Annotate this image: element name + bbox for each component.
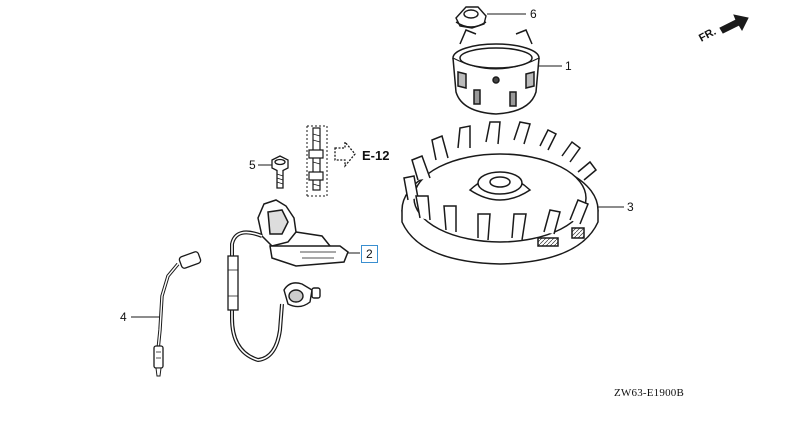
ignition-coil-part-2[interactable] xyxy=(257,199,349,267)
reference-arrow-icon xyxy=(334,140,356,168)
callout-5[interactable]: 5 xyxy=(249,158,256,172)
diagram-code: ZW63-E1900B xyxy=(614,387,685,399)
callout-4[interactable]: 4 xyxy=(120,310,127,324)
starter-pulley-part-1[interactable] xyxy=(452,29,540,115)
flange-nut-part-6[interactable] xyxy=(455,6,487,29)
stop-switch-wire-part-4[interactable] xyxy=(153,251,202,377)
callout-1[interactable]: 1 xyxy=(565,59,572,73)
spark-plug-cap[interactable] xyxy=(283,282,321,308)
bolt-part-5[interactable] xyxy=(271,155,289,189)
stud-detail xyxy=(306,125,328,197)
callout-2[interactable]: 2 xyxy=(361,245,378,263)
callout-3[interactable]: 3 xyxy=(627,200,634,214)
flywheel-part-3[interactable] xyxy=(401,121,599,265)
front-direction-arrow-icon xyxy=(719,14,749,34)
reference-label[interactable]: E-12 xyxy=(362,148,390,163)
callout-6[interactable]: 6 xyxy=(530,7,537,21)
